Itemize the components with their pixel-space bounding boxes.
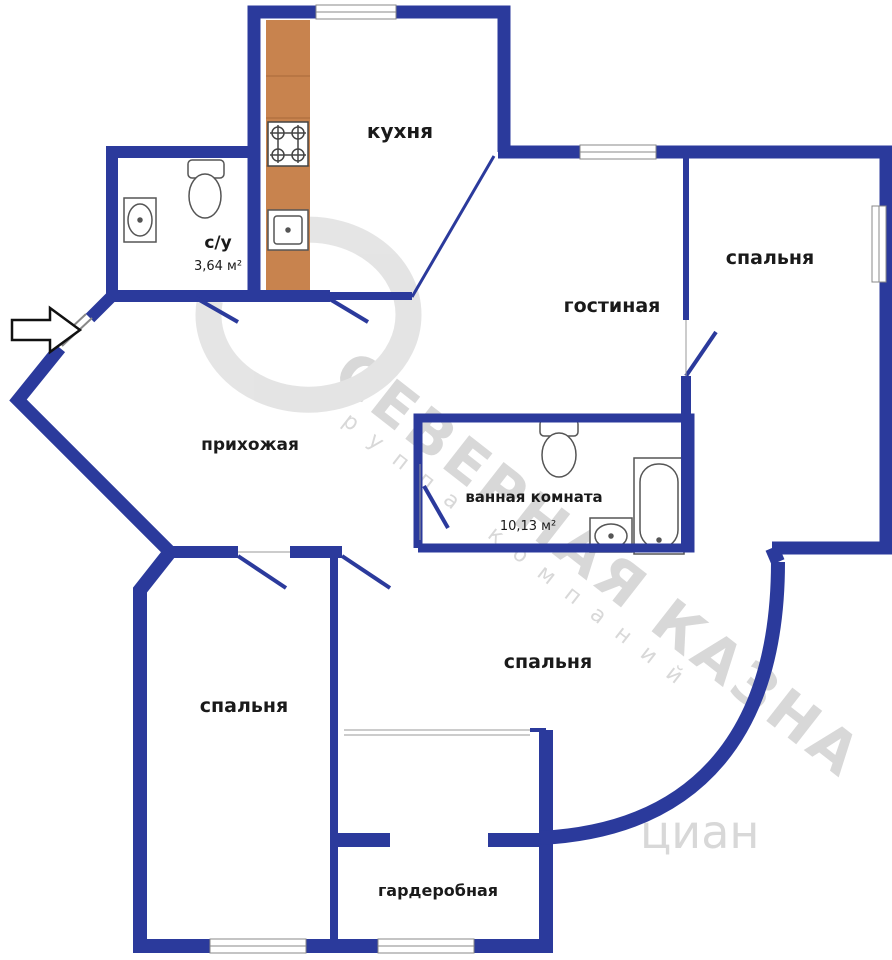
doors: [195, 296, 718, 732]
room-labels: кухня с/у 3,64 м² гостиная спальня прихо…: [194, 119, 814, 900]
windows: [209, 4, 887, 954]
stove-icon: [267, 121, 309, 167]
room-area-bathroom: 10,13 м²: [500, 519, 556, 534]
watermark-main: СЕВЕРНАЯ КАЗНА: [321, 337, 875, 791]
room-label-wardrobe: гардеробная: [378, 881, 498, 900]
watermark-logo: [195, 216, 422, 413]
room-label-bedroom-center: спальня: [504, 651, 592, 673]
room-label-hall: прихожая: [201, 435, 299, 455]
room-label-living: гостиная: [564, 295, 661, 317]
room-area-wc: 3,64 м²: [194, 259, 242, 274]
toilet-icon: [187, 159, 225, 219]
room-label-bedroom-left: спальня: [200, 695, 288, 717]
room-label-wc: с/у: [204, 233, 231, 253]
sink-icon: [123, 197, 157, 243]
bathtub-icon: [633, 457, 685, 555]
room-label-bathroom: ванная комната: [465, 488, 602, 506]
room-label-kitchen: кухня: [367, 119, 433, 143]
toilet-icon: [539, 419, 579, 478]
door-openings: [238, 320, 687, 736]
sink-icon: [267, 209, 309, 251]
room-label-bedroom-right: спальня: [726, 247, 814, 269]
arrow-right-icon: [10, 305, 83, 355]
